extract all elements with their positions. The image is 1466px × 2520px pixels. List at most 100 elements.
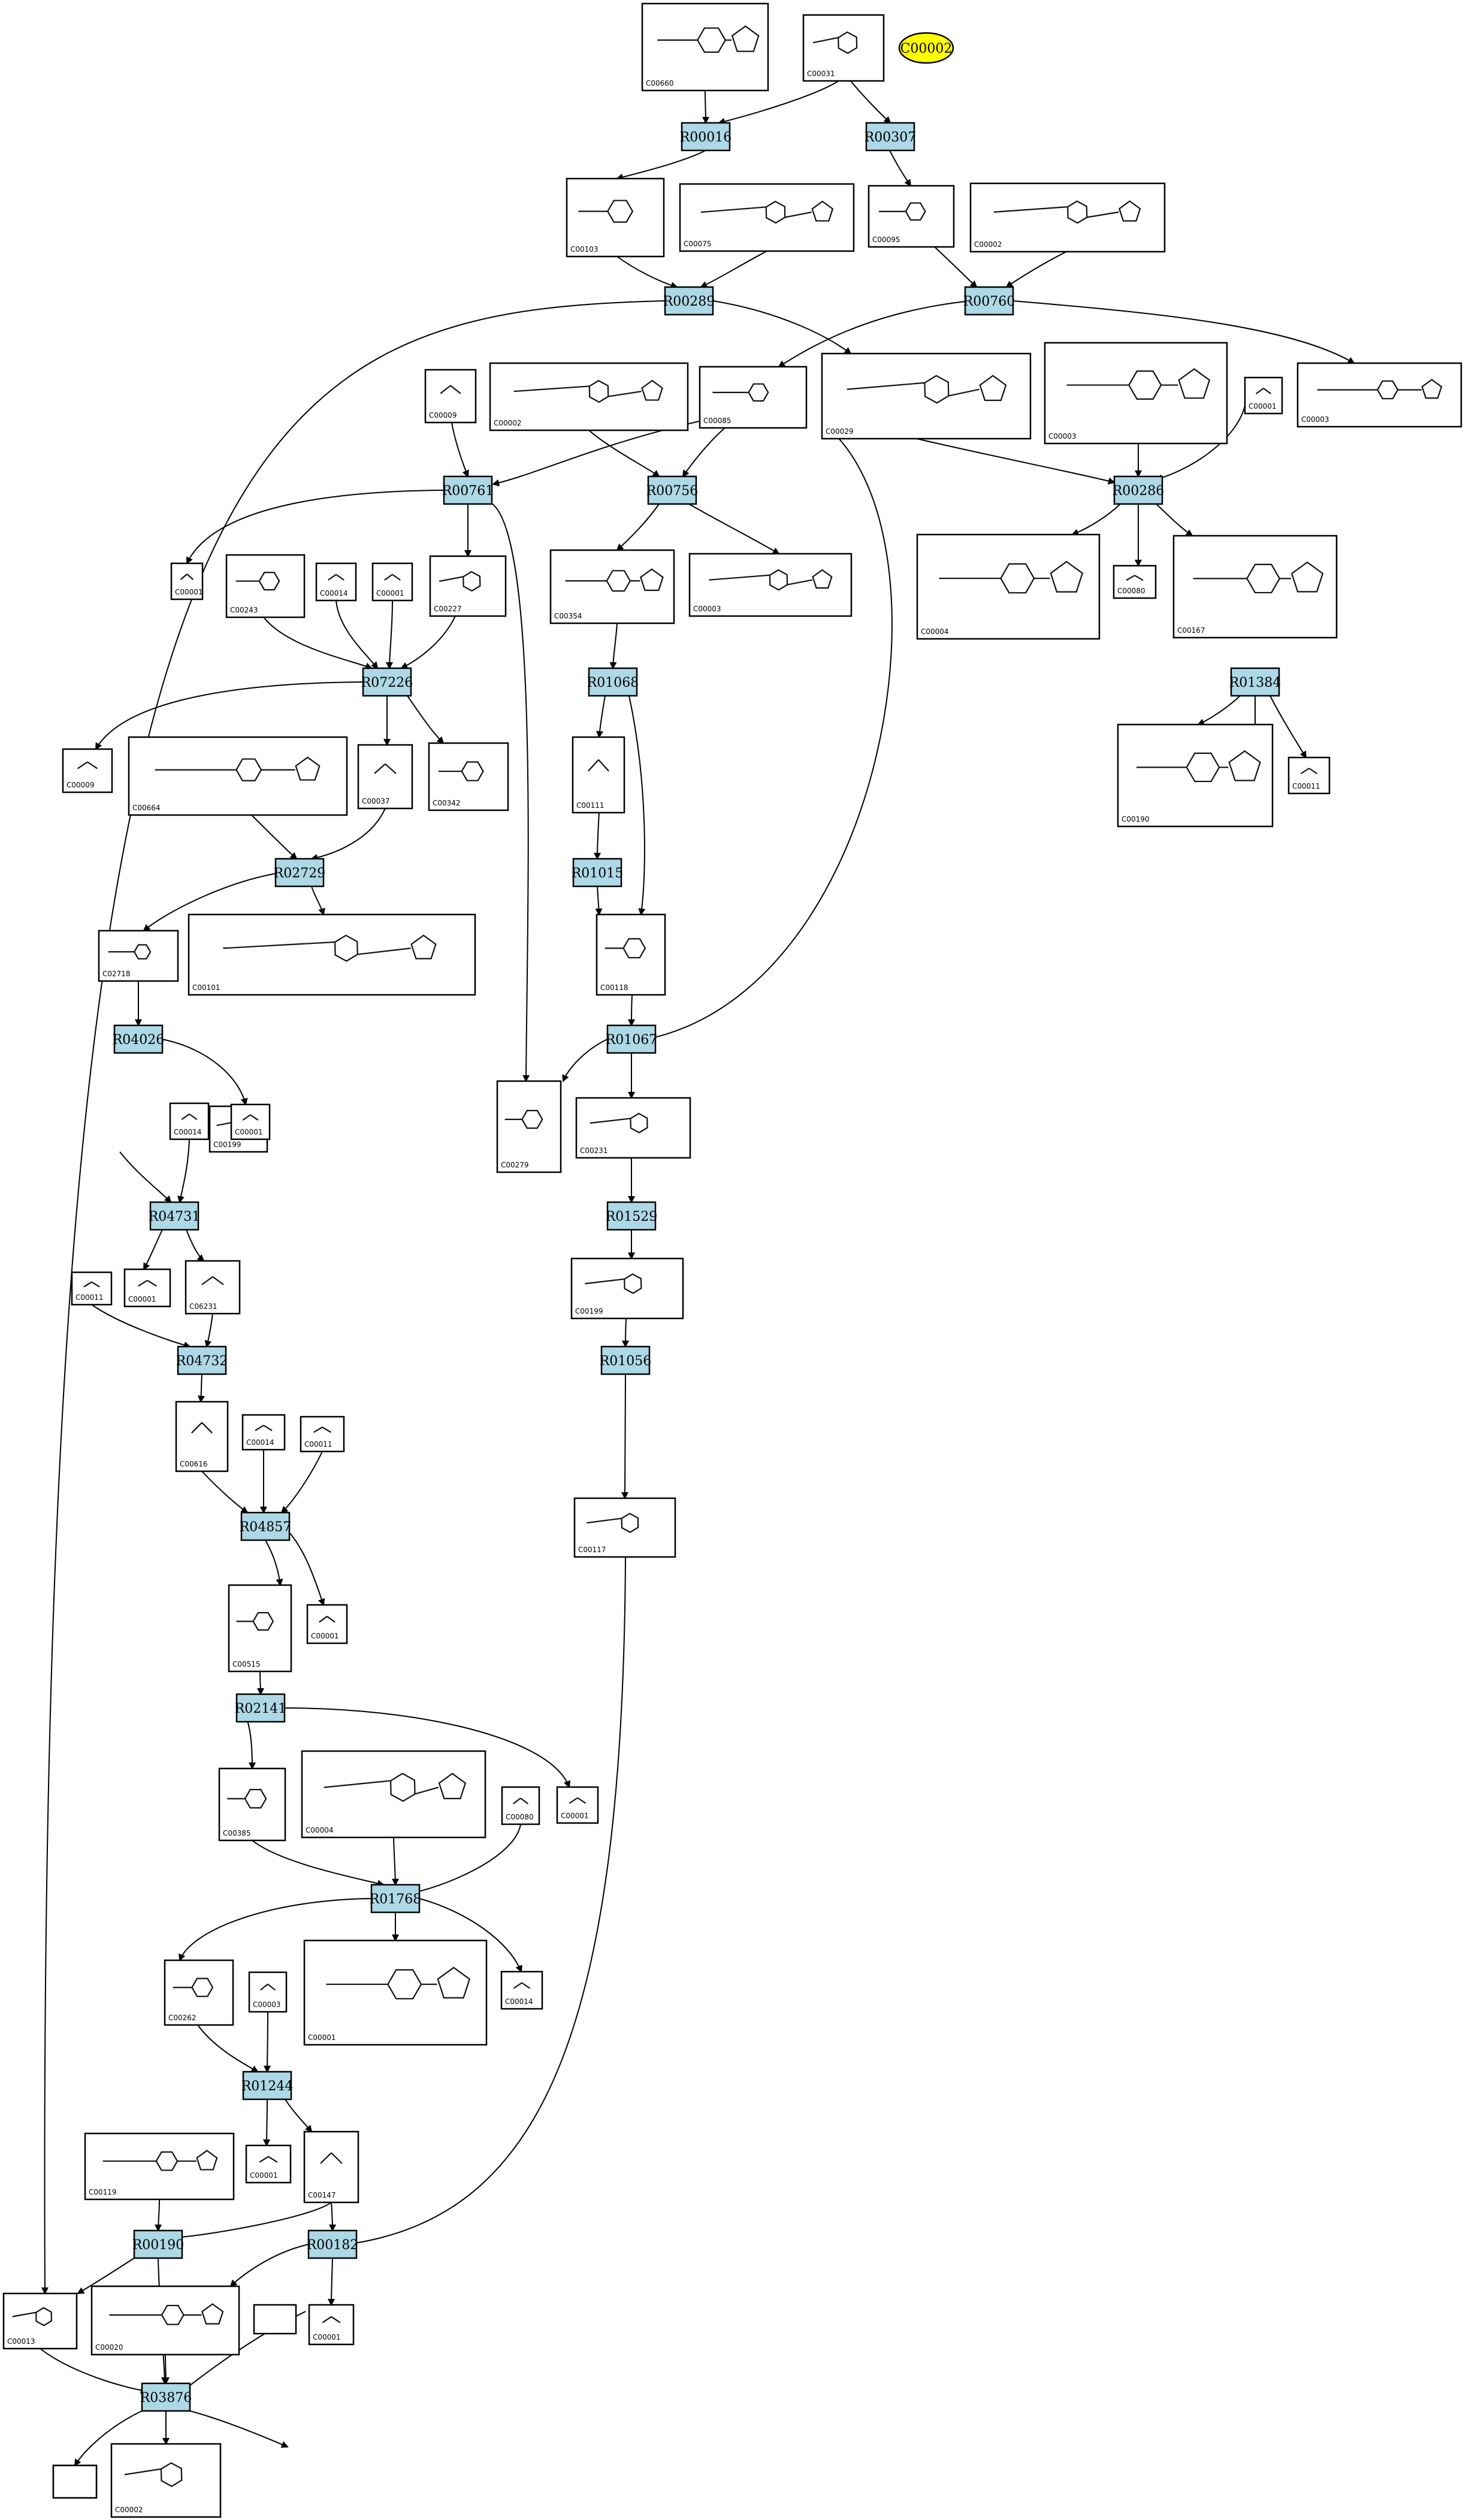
compound-node[interactable]: C00011 bbox=[300, 1416, 345, 1453]
compound-node[interactable]: C00095 bbox=[867, 185, 955, 248]
compound-node[interactable]: C00014 bbox=[169, 1102, 210, 1140]
compound-node[interactable]: C00004 bbox=[301, 1750, 486, 1839]
compound-node[interactable]: C00147 bbox=[303, 2130, 359, 2204]
reaction-node[interactable]: R04732 bbox=[176, 1345, 228, 1375]
compound-node[interactable]: C00354 bbox=[549, 549, 675, 624]
reaction-node[interactable]: R04026 bbox=[113, 1024, 165, 1054]
compound-node[interactable]: C00003 bbox=[688, 553, 853, 617]
edge-arrow bbox=[285, 2099, 313, 2133]
compound-node[interactable]: C00001 bbox=[245, 2144, 292, 2184]
compound-node[interactable]: C00199 bbox=[570, 1257, 684, 1320]
compound-node[interactable]: C00075 bbox=[679, 183, 855, 252]
compound-node[interactable]: C00515 bbox=[228, 1584, 292, 1673]
reaction-node[interactable]: R01068 bbox=[587, 667, 639, 697]
compound-node[interactable]: C00385 bbox=[218, 1767, 286, 1842]
edge-arrow bbox=[119, 1151, 172, 1203]
reaction-node[interactable]: R00289 bbox=[663, 286, 715, 316]
compound-node[interactable]: C00101 bbox=[188, 913, 476, 996]
compound-node[interactable]: C00001 bbox=[1244, 376, 1283, 415]
compound-node[interactable]: C00117 bbox=[573, 1497, 676, 1558]
reaction-node[interactable]: R00761 bbox=[442, 475, 494, 505]
reaction-node[interactable]: R07226 bbox=[361, 667, 413, 697]
compound-node[interactable]: C00664 bbox=[128, 736, 348, 816]
compound-node[interactable]: C00001 bbox=[123, 1268, 171, 1308]
reaction-node[interactable]: R00756 bbox=[646, 475, 699, 505]
compound-node[interactable]: C00119 bbox=[84, 2132, 235, 2201]
compound-node[interactable]: C00001 bbox=[306, 1604, 348, 1644]
reaction-node[interactable]: R04731 bbox=[149, 1201, 201, 1231]
compound-node[interactable]: C00001 bbox=[170, 562, 204, 600]
compound-node[interactable]: C00037 bbox=[357, 744, 413, 810]
compound-node[interactable]: C00014 bbox=[241, 1414, 286, 1451]
reaction-node[interactable]: R03876 bbox=[140, 2382, 192, 2412]
compound-node[interactable]: C00001 bbox=[371, 562, 413, 602]
compound-node[interactable]: C00001 bbox=[556, 1786, 599, 1824]
compound-id: C00004 bbox=[921, 627, 949, 636]
highlight-compound[interactable]: C00002 bbox=[898, 32, 954, 64]
compound-node[interactable]: C00001 bbox=[303, 1939, 488, 2046]
compound-node[interactable]: C06231 bbox=[185, 1260, 241, 1315]
reaction-node[interactable]: R04857 bbox=[240, 1511, 292, 1541]
compound-node[interactable]: C00003 bbox=[248, 1971, 288, 2013]
compound-node[interactable]: C00243 bbox=[225, 554, 306, 618]
compound-node[interactable]: C00227 bbox=[429, 555, 507, 617]
compound-id: C00664 bbox=[132, 804, 161, 812]
reaction-node[interactable]: R01067 bbox=[606, 1024, 658, 1054]
empty-compound-node[interactable] bbox=[52, 2464, 98, 2499]
reaction-node[interactable]: R01384 bbox=[1229, 667, 1281, 697]
edge-arrow bbox=[74, 2410, 143, 2467]
compound-node[interactable]: C00231 bbox=[575, 1097, 691, 1159]
reaction-node[interactable]: R00307 bbox=[865, 122, 917, 152]
compound-node[interactable]: C00011 bbox=[71, 1271, 113, 1306]
reaction-node[interactable]: R01768 bbox=[370, 1884, 422, 1914]
reaction-node[interactable]: R02141 bbox=[235, 1693, 287, 1723]
reaction-node[interactable]: R00760 bbox=[963, 286, 1015, 316]
compound-node[interactable]: C00190 bbox=[1117, 723, 1274, 828]
compound-node[interactable]: C00118 bbox=[596, 913, 666, 996]
compound-node[interactable]: C00001 bbox=[308, 2304, 355, 2346]
compound-node[interactable]: C00029 bbox=[821, 352, 1032, 440]
edge-arrow bbox=[40, 2348, 148, 2394]
compound-node[interactable]: C00616 bbox=[175, 1401, 229, 1472]
compound-node[interactable]: C00262 bbox=[164, 1959, 234, 2026]
compound-node[interactable]: C00003 bbox=[1296, 362, 1462, 428]
compound-node[interactable]: C00002 bbox=[110, 2443, 222, 2518]
reaction-node[interactable]: R00190 bbox=[132, 2229, 185, 2259]
compound-node[interactable]: C00004 bbox=[916, 533, 1101, 640]
compound-node[interactable]: C02718 bbox=[98, 929, 179, 982]
compound-node[interactable]: C00080 bbox=[501, 1786, 540, 1825]
compound-node[interactable]: C00009 bbox=[62, 748, 113, 793]
compound-node[interactable]: C00011 bbox=[1287, 756, 1331, 795]
edge-arrow bbox=[155, 2199, 162, 2232]
compound-node[interactable]: C00111 bbox=[572, 736, 625, 814]
reaction-node[interactable]: R00286 bbox=[1113, 475, 1165, 505]
reaction-node[interactable]: R00182 bbox=[307, 2229, 359, 2259]
compound-node[interactable]: C00080 bbox=[1113, 565, 1157, 599]
compound-id: C00080 bbox=[1117, 587, 1145, 595]
compound-node[interactable]: C00342 bbox=[428, 742, 509, 811]
compound-node[interactable]: C00020 bbox=[90, 2285, 240, 2356]
compound-node[interactable]: C00660 bbox=[641, 2, 769, 92]
reaction-node[interactable]: R01056 bbox=[600, 1345, 652, 1375]
compound-node[interactable]: C00002 bbox=[489, 362, 689, 431]
compound-node[interactable]: C00001 bbox=[230, 1103, 271, 1140]
compound-node[interactable]: C00002 bbox=[969, 182, 1166, 253]
compound-node[interactable]: C00167 bbox=[1172, 535, 1338, 639]
compound-node[interactable]: C00003 bbox=[1044, 342, 1228, 445]
reaction-node[interactable]: R01244 bbox=[241, 2071, 294, 2100]
edge-arrow bbox=[1071, 503, 1121, 536]
compound-node[interactable]: C00014 bbox=[500, 1970, 543, 2010]
reaction-node[interactable]: R01529 bbox=[606, 1201, 658, 1231]
compound-node[interactable]: C00014 bbox=[315, 562, 357, 602]
reaction-node[interactable]: R01015 bbox=[572, 858, 624, 888]
compound-node[interactable]: C00031 bbox=[802, 14, 885, 82]
compound-node[interactable]: C00009 bbox=[424, 369, 477, 424]
compound-node[interactable]: C00013 bbox=[2, 2292, 78, 2350]
empty-compound-node[interactable] bbox=[253, 2304, 297, 2335]
compound-node[interactable]: C00085 bbox=[699, 366, 808, 429]
compound-node[interactable]: C00279 bbox=[496, 1080, 562, 1173]
reaction-node[interactable]: R00016 bbox=[680, 122, 732, 152]
edge-arrow bbox=[280, 1451, 323, 1514]
reaction-node[interactable]: R02729 bbox=[274, 858, 326, 888]
compound-node[interactable]: C00103 bbox=[566, 177, 665, 258]
